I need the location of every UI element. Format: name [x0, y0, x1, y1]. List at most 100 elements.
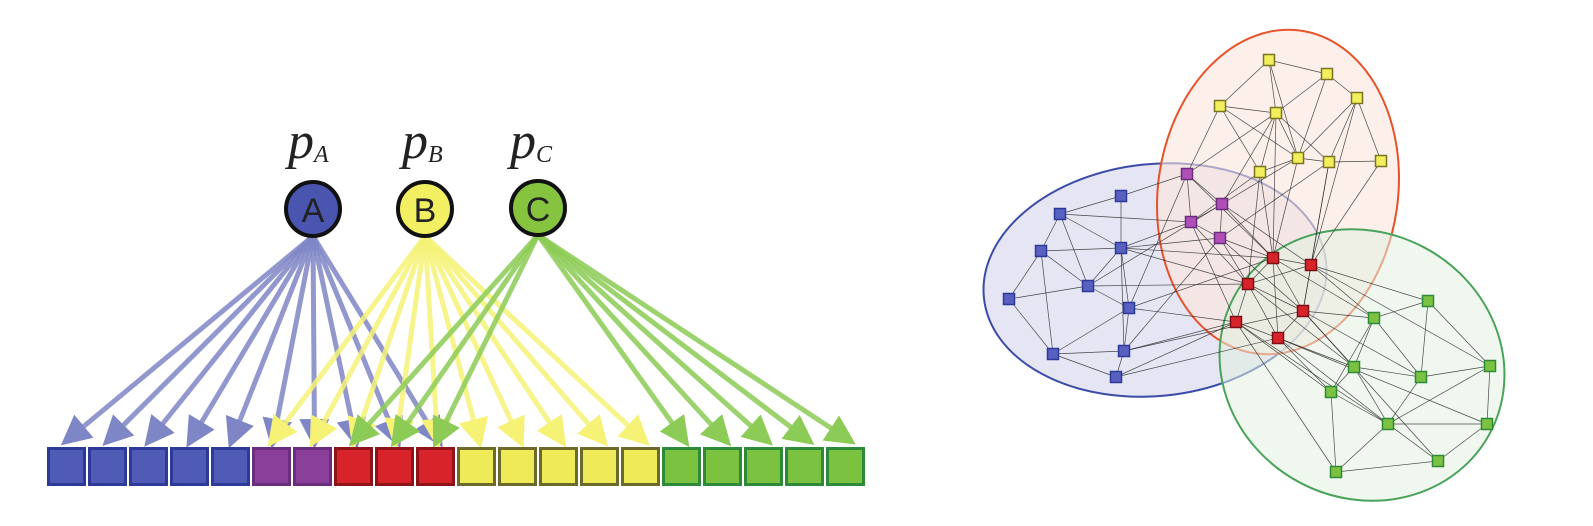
network-edge — [1120, 247, 1274, 259]
network-edge — [1052, 350, 1125, 355]
network-edge — [1186, 105, 1221, 175]
network-edge — [1310, 160, 1382, 266]
member-node-purple — [293, 447, 332, 486]
member-node-red — [334, 447, 373, 486]
network-edge — [1087, 247, 1122, 287]
network-edge — [1259, 157, 1299, 173]
community-B: pB B — [396, 113, 454, 238]
network-node-red — [1296, 304, 1310, 318]
network-edge — [1310, 264, 1491, 367]
network-edge — [1277, 337, 1332, 393]
arrow-A — [60, 234, 315, 446]
network-edge — [1008, 285, 1089, 300]
network-node-yellow — [1320, 67, 1334, 81]
member-node-green — [744, 447, 783, 486]
network-edge — [1302, 161, 1330, 312]
arrow-C — [536, 233, 773, 446]
network-node-blue — [1114, 189, 1128, 203]
network-edge — [1247, 283, 1355, 368]
arrow-B — [422, 235, 488, 449]
network-node-purple — [1215, 197, 1229, 211]
member-node-purple — [252, 447, 291, 486]
arrow-C — [536, 233, 732, 447]
network-edge — [1059, 195, 1122, 215]
network-edge — [1235, 321, 1389, 425]
membership-arrows — [60, 232, 856, 449]
network-edge — [1353, 366, 1389, 425]
network-edge — [1297, 97, 1358, 159]
arrow-C — [536, 232, 856, 445]
network-node-yellow — [1374, 154, 1388, 168]
member-node-red — [416, 447, 455, 486]
network-edge — [1275, 112, 1299, 159]
network-node-red — [1266, 251, 1280, 265]
network-node-red — [1304, 258, 1318, 272]
network-edges — [1008, 59, 1491, 473]
arrow-C — [535, 233, 690, 448]
network-edge — [1427, 300, 1491, 367]
member-node-blue — [88, 447, 127, 486]
network-edge — [1330, 391, 1337, 473]
arrow-B — [267, 234, 428, 448]
network-node-yellow — [1291, 151, 1305, 165]
network-edge — [1310, 264, 1375, 319]
member-node-green — [826, 447, 865, 486]
member-node-green — [662, 447, 701, 486]
network-edge — [1219, 237, 1249, 285]
member-node-red — [375, 447, 414, 486]
arrow-C — [536, 233, 815, 446]
community-node-B — [396, 180, 454, 238]
network-edge — [1190, 221, 1249, 285]
network-node-green — [1324, 385, 1338, 399]
network-edge — [1219, 105, 1299, 159]
network-edge — [1040, 250, 1089, 287]
member-node-blue — [170, 447, 209, 486]
overlapping-community-network — [982, 28, 1506, 502]
network-edge — [1247, 283, 1279, 339]
network-node-blue — [1002, 292, 1016, 306]
network-edge — [1275, 112, 1330, 163]
arrow-A — [310, 234, 443, 448]
param-label-C: pC — [506, 113, 553, 170]
network-node-blue — [1109, 370, 1123, 384]
network-edge — [1087, 283, 1249, 287]
network-node-blue — [1081, 279, 1095, 293]
network-edge — [1219, 105, 1277, 114]
arrow-A — [299, 235, 330, 449]
network-edge — [1268, 59, 1277, 114]
network-node-blue — [1034, 244, 1048, 258]
network-edge — [1219, 237, 1304, 312]
network-edge — [1008, 298, 1054, 355]
member-node-blue — [211, 447, 250, 486]
arrow-B — [423, 234, 650, 446]
arrow-B — [422, 234, 567, 448]
arrow-A — [225, 235, 316, 449]
network-node-green — [1414, 370, 1428, 384]
network-edge — [1221, 157, 1299, 205]
arrow-B — [384, 235, 428, 449]
network-edge — [1387, 423, 1439, 462]
network-edge — [1186, 112, 1277, 175]
community-node-A-label: A — [302, 192, 325, 230]
network-edge — [1059, 213, 1089, 287]
network-edge — [1120, 237, 1221, 249]
arrow-A — [186, 234, 316, 448]
community-A: pA A — [284, 113, 342, 238]
member-node-yellow — [457, 447, 496, 486]
network-edge — [1335, 460, 1439, 473]
network-nodes — [1002, 53, 1497, 479]
network-edge — [1486, 365, 1491, 425]
bipartite-affiliation-diagram: pA A pB B pC C — [47, 113, 865, 486]
member-node-blue — [129, 447, 168, 486]
network-edge — [1128, 307, 1237, 323]
network-node-red — [1241, 277, 1255, 291]
network-node-blue — [1053, 207, 1067, 221]
network-edge — [1120, 221, 1192, 249]
network-edge — [1297, 73, 1328, 159]
member-node-green — [703, 447, 742, 486]
network-edge — [1221, 112, 1277, 205]
network-node-green — [1347, 360, 1361, 374]
network-edge — [1059, 213, 1192, 223]
network-edge — [1120, 247, 1130, 309]
network-node-blue — [1114, 241, 1128, 255]
